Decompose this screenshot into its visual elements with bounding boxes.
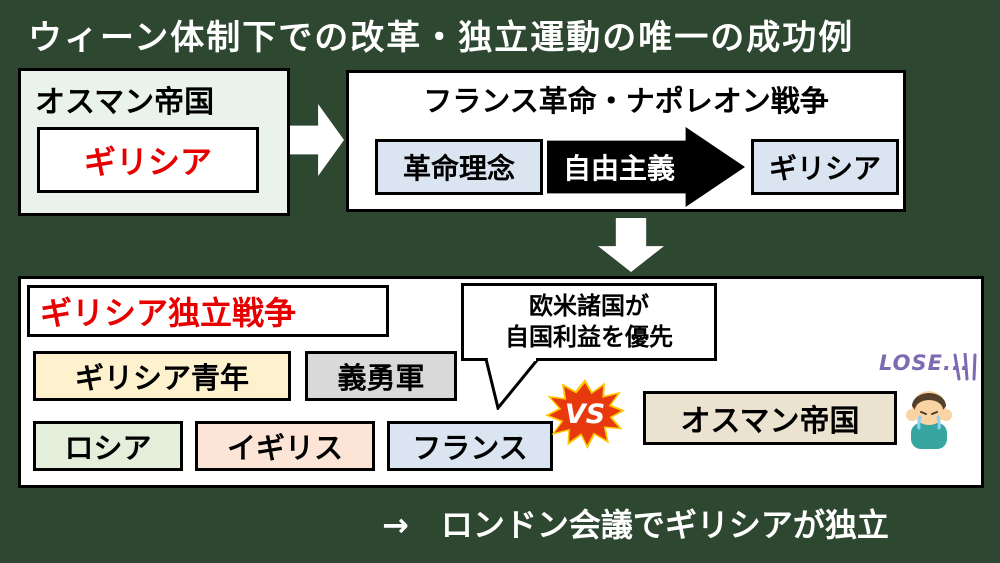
stress-lines-icon — [953, 353, 977, 381]
france-panel-header: フランス革命・ナポレオン戦争 — [423, 84, 829, 118]
crying-person-icon — [906, 391, 952, 449]
liberalism-arrow-label: 自由主義 — [563, 152, 676, 185]
france-revolution-panel: フランス革命・ナポレオン戦争 革命理念 自由主義 ギリシア — [346, 70, 906, 212]
speech-bubble-tail — [484, 358, 540, 410]
revolution-ideal-box: 革命理念 — [375, 139, 543, 195]
france-box: フランス — [387, 421, 553, 471]
ottoman-panel-header: オスマン帝国 — [35, 85, 215, 120]
flow-arrow-right-icon — [290, 104, 344, 176]
greece-target-box: ギリシア — [751, 139, 899, 195]
flow-arrow-down-icon — [598, 218, 664, 272]
vs-burst: VS — [545, 379, 625, 449]
greek-war-panel: ギリシア独立戦争 ギリシア青年 義勇軍 欧米諸国が 自国利益を優先 ロシア イギ… — [18, 276, 984, 488]
war-title: ギリシア独立戦争 — [27, 285, 389, 337]
page-title: ウィーン体制下での改革・独立運動の唯一の成功例 — [28, 18, 855, 58]
liberalism-arrow: 自由主義 — [547, 127, 745, 207]
russia-box: ロシア — [33, 421, 183, 471]
bubble-line-2: 自国利益を優先 — [505, 323, 673, 351]
bubble-line-1: 欧米諸国が — [529, 291, 649, 320]
britain-box: イギリス — [195, 421, 375, 471]
vs-label: VS — [564, 398, 606, 430]
ottoman-opponent-box: オスマン帝国 — [643, 391, 897, 445]
greek-youth-box: ギリシア青年 — [33, 351, 291, 401]
greece-box: ギリシア — [37, 127, 259, 193]
ottoman-empire-panel: オスマン帝国 ギリシア — [18, 68, 290, 216]
volunteer-army-box: 義勇軍 — [305, 351, 457, 401]
speech-bubble: 欧米諸国が 自国利益を優先 — [461, 283, 717, 361]
conclusion-text: → ロンドン会議でギリシアが独立 — [382, 506, 889, 544]
